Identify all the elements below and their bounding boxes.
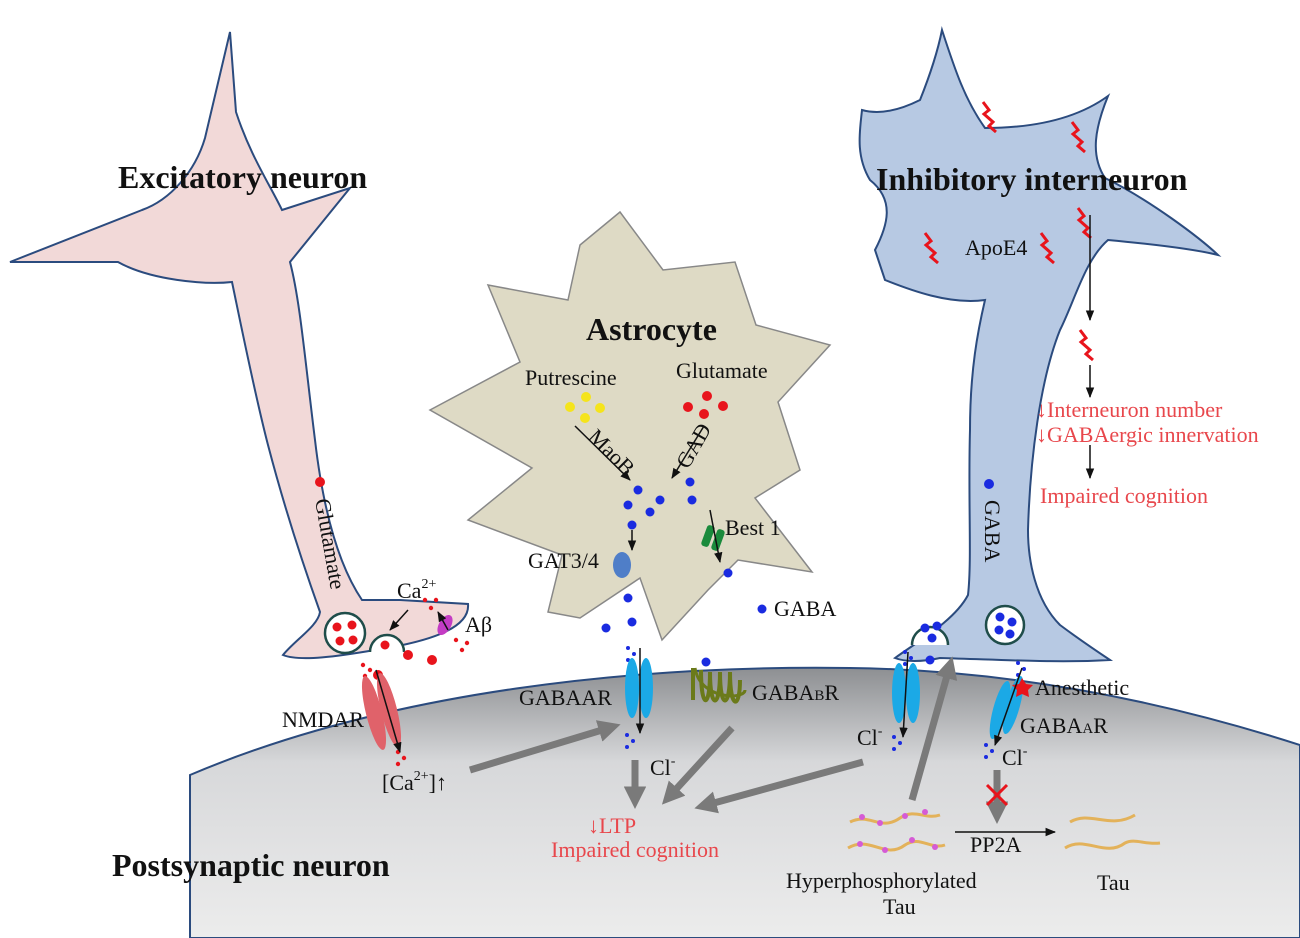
putrescine-label: Putrescine [525, 365, 617, 390]
gabaergic-innervation-outcome: ↓GABAergic innervation [1036, 422, 1259, 447]
phospho-marks [857, 809, 938, 853]
ltp-outcome: ↓LTP [588, 813, 636, 838]
abeta-label: Aβ [465, 612, 492, 637]
best1-label: Best 1 [725, 515, 781, 540]
gaba-vesicle-1 [910, 621, 950, 646]
hyperphosphorylated-tau-label: Tau [883, 894, 916, 919]
gat-label: GAT3/4 [528, 548, 599, 573]
gaba-vesicle-2 [984, 604, 1026, 646]
impaired-cognition-right: Impaired cognition [1040, 483, 1208, 508]
gabaar-right-label: GABAAR [1020, 713, 1108, 738]
cl-mid-label: Cl- [650, 754, 676, 780]
hyperphosphorylated-label: Hyperphosphorylated [786, 868, 977, 893]
gabab-receptor [691, 667, 747, 704]
lightning-icons [923, 101, 1094, 362]
gaba-free-label: GABA [774, 596, 836, 621]
excitatory-neuron-body [9, 31, 470, 660]
gaba-dots [601, 477, 994, 667]
glutamate-astrocyte-label: Glutamate [676, 358, 768, 383]
apoe4-label: ApoE4 [965, 235, 1027, 260]
inhibitory-neuron-body [858, 26, 1222, 663]
glutamate-vesicle-1 [323, 611, 367, 655]
inhibitory-neuron-title: Inhibitory interneuron [876, 161, 1188, 197]
excitatory-neuron-title: Excitatory neuron [118, 159, 367, 195]
gaba-axon-label: GABA [980, 500, 1005, 562]
cl-right-label: Cl- [857, 724, 883, 750]
thin-arrows [375, 215, 1095, 837]
putrescine-dots [565, 392, 605, 423]
pp2a-label: PP2A [970, 832, 1021, 857]
cl-far-label: Cl- [1002, 744, 1028, 770]
astrocyte-body [428, 210, 832, 642]
intracellular-calcium-label: [Ca2+]↑ [382, 769, 447, 795]
postsynaptic-neuron-title: Postsynaptic neuron [112, 847, 390, 883]
best1-channel [701, 525, 725, 551]
astrocyte-title: Astrocyte [586, 311, 717, 347]
anesthetic-label: Anesthetic [1035, 675, 1129, 700]
nmdar-label: NMDAR [282, 707, 364, 732]
anesthetic-icon [1012, 678, 1033, 697]
thick-arrows [468, 656, 1009, 824]
tau-label: Tau [1097, 870, 1130, 895]
interneuron-number-outcome: ↓Interneuron number [1036, 397, 1223, 422]
glutamate-vesicle-2 [368, 633, 406, 653]
gabaar-left-label: GABAAR [519, 685, 612, 710]
gat-transporter [613, 552, 631, 578]
glutamate-dots [315, 391, 728, 680]
gabaar-channel-left [625, 658, 653, 718]
tau-fibers [1064, 813, 1161, 850]
gabab-receptor-label: GABABR [752, 680, 839, 705]
gabaar-channel-mid [892, 663, 920, 723]
hyperphosphorylated-tau-fibers [847, 812, 946, 852]
block-x-icon [985, 783, 1009, 807]
ca-label: Ca2+ [397, 577, 436, 603]
small-calcium-dots [360, 597, 470, 767]
impaired-cognition-mid: Impaired cognition [551, 837, 719, 862]
